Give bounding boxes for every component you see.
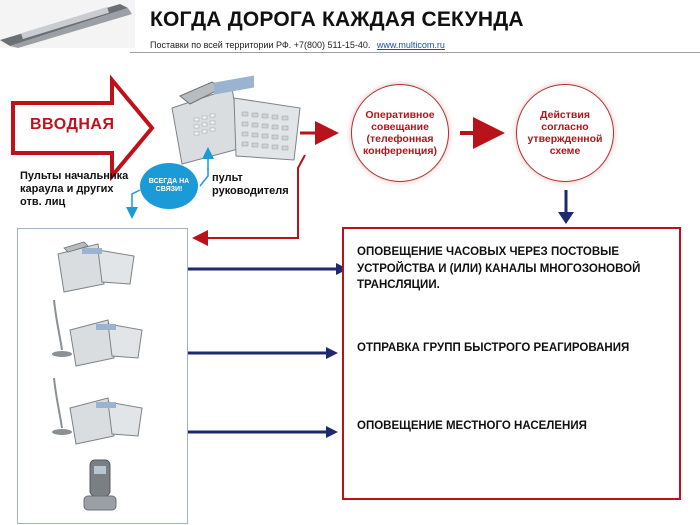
phone-with-microphone-icon <box>52 299 143 367</box>
actions-panel <box>342 227 681 500</box>
actions-circle: Действия согласно утвержденной схеме <box>516 84 614 182</box>
meeting-label: Оперативное совещание (телефонная конфер… <box>363 108 437 158</box>
action-item: ОТПРАВКА ГРУПП БЫСТРОГО РЕАГИРОВАНИЯ <box>357 342 630 354</box>
action-item: ОПОВЕЩЕНИЕ ЧАСОВЫХ ЧЕРЕЗ ПОСТОВЫЕ УСТРОЙ… <box>357 246 641 292</box>
cordless-phone-icon <box>83 459 117 511</box>
desk-phone-icon <box>57 241 135 293</box>
desk-phone-icon <box>171 75 301 165</box>
header-divider <box>130 52 700 53</box>
phone-with-microphone-icon <box>52 377 143 445</box>
chief-console-label: пульт руководителя <box>212 172 289 198</box>
vvodnaya-arrow <box>11 74 155 182</box>
pen-icon <box>0 0 135 48</box>
guard-consoles-label: Пульты начальника караула и других отв. … <box>20 170 129 209</box>
meeting-circle: Оперативное совещание (телефонная конфер… <box>351 84 449 182</box>
vvodnaya-label: ВВОДНАЯ <box>30 116 115 133</box>
actions-circle-label: Действия согласно утвержденной схеме <box>527 108 603 158</box>
always-connected-badge: ВСЕГДА НА СВЯЗИ! <box>140 163 198 209</box>
action-item: ОПОВЕЩЕНИЕ МЕСТНОГО НАСЕЛЕНИЯ <box>357 420 587 432</box>
page-title: КОГДА ДОРОГА КАЖДАЯ СЕКУНДА <box>150 8 524 31</box>
subtitle-text: Поставки по всей территории РФ. +7(800) … <box>150 40 371 50</box>
page-subtitle: Поставки по всей территории РФ. +7(800) … <box>150 40 445 50</box>
website-link[interactable]: www.multicom.ru <box>376 40 445 50</box>
always-connected-text: ВСЕГДА НА СВЯЗИ! <box>148 177 190 193</box>
